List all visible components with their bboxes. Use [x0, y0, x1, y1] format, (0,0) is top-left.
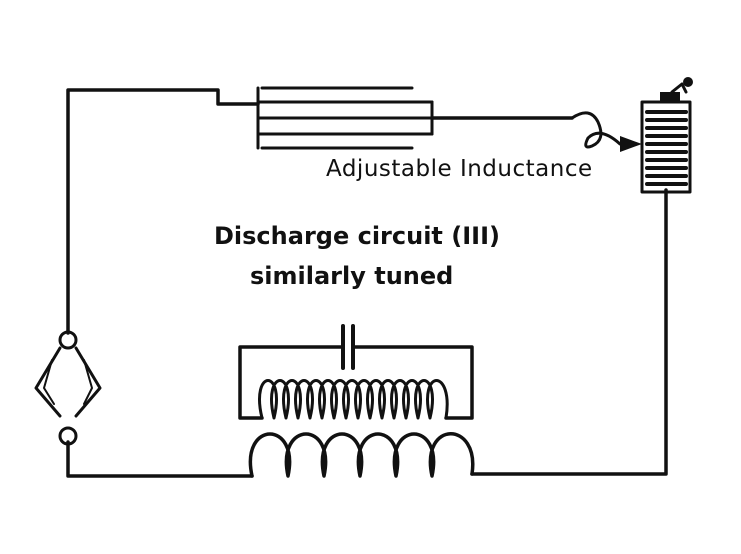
wire-left-top — [66, 88, 260, 335]
wire-bottom-left — [66, 440, 254, 478]
tube-capacitor — [256, 86, 434, 150]
flexible-lead-arrow — [570, 111, 642, 152]
discharge-circuit-label-line1: Discharge circuit (III) — [214, 222, 500, 250]
spark-gap — [34, 330, 102, 446]
secondary-capacitor-plates — [341, 324, 355, 370]
secondary-coil — [258, 379, 449, 420]
wire-right — [470, 188, 668, 476]
primary-coil — [248, 432, 475, 478]
adjustable-inductance-label: Adjustable Inductance — [326, 156, 593, 182]
secondary-loop-wire — [238, 345, 474, 420]
adjustable-inductance-icon — [640, 77, 693, 194]
secondary-circuit — [238, 324, 474, 420]
discharge-circuit-label-line2: similarly tuned — [250, 262, 454, 290]
